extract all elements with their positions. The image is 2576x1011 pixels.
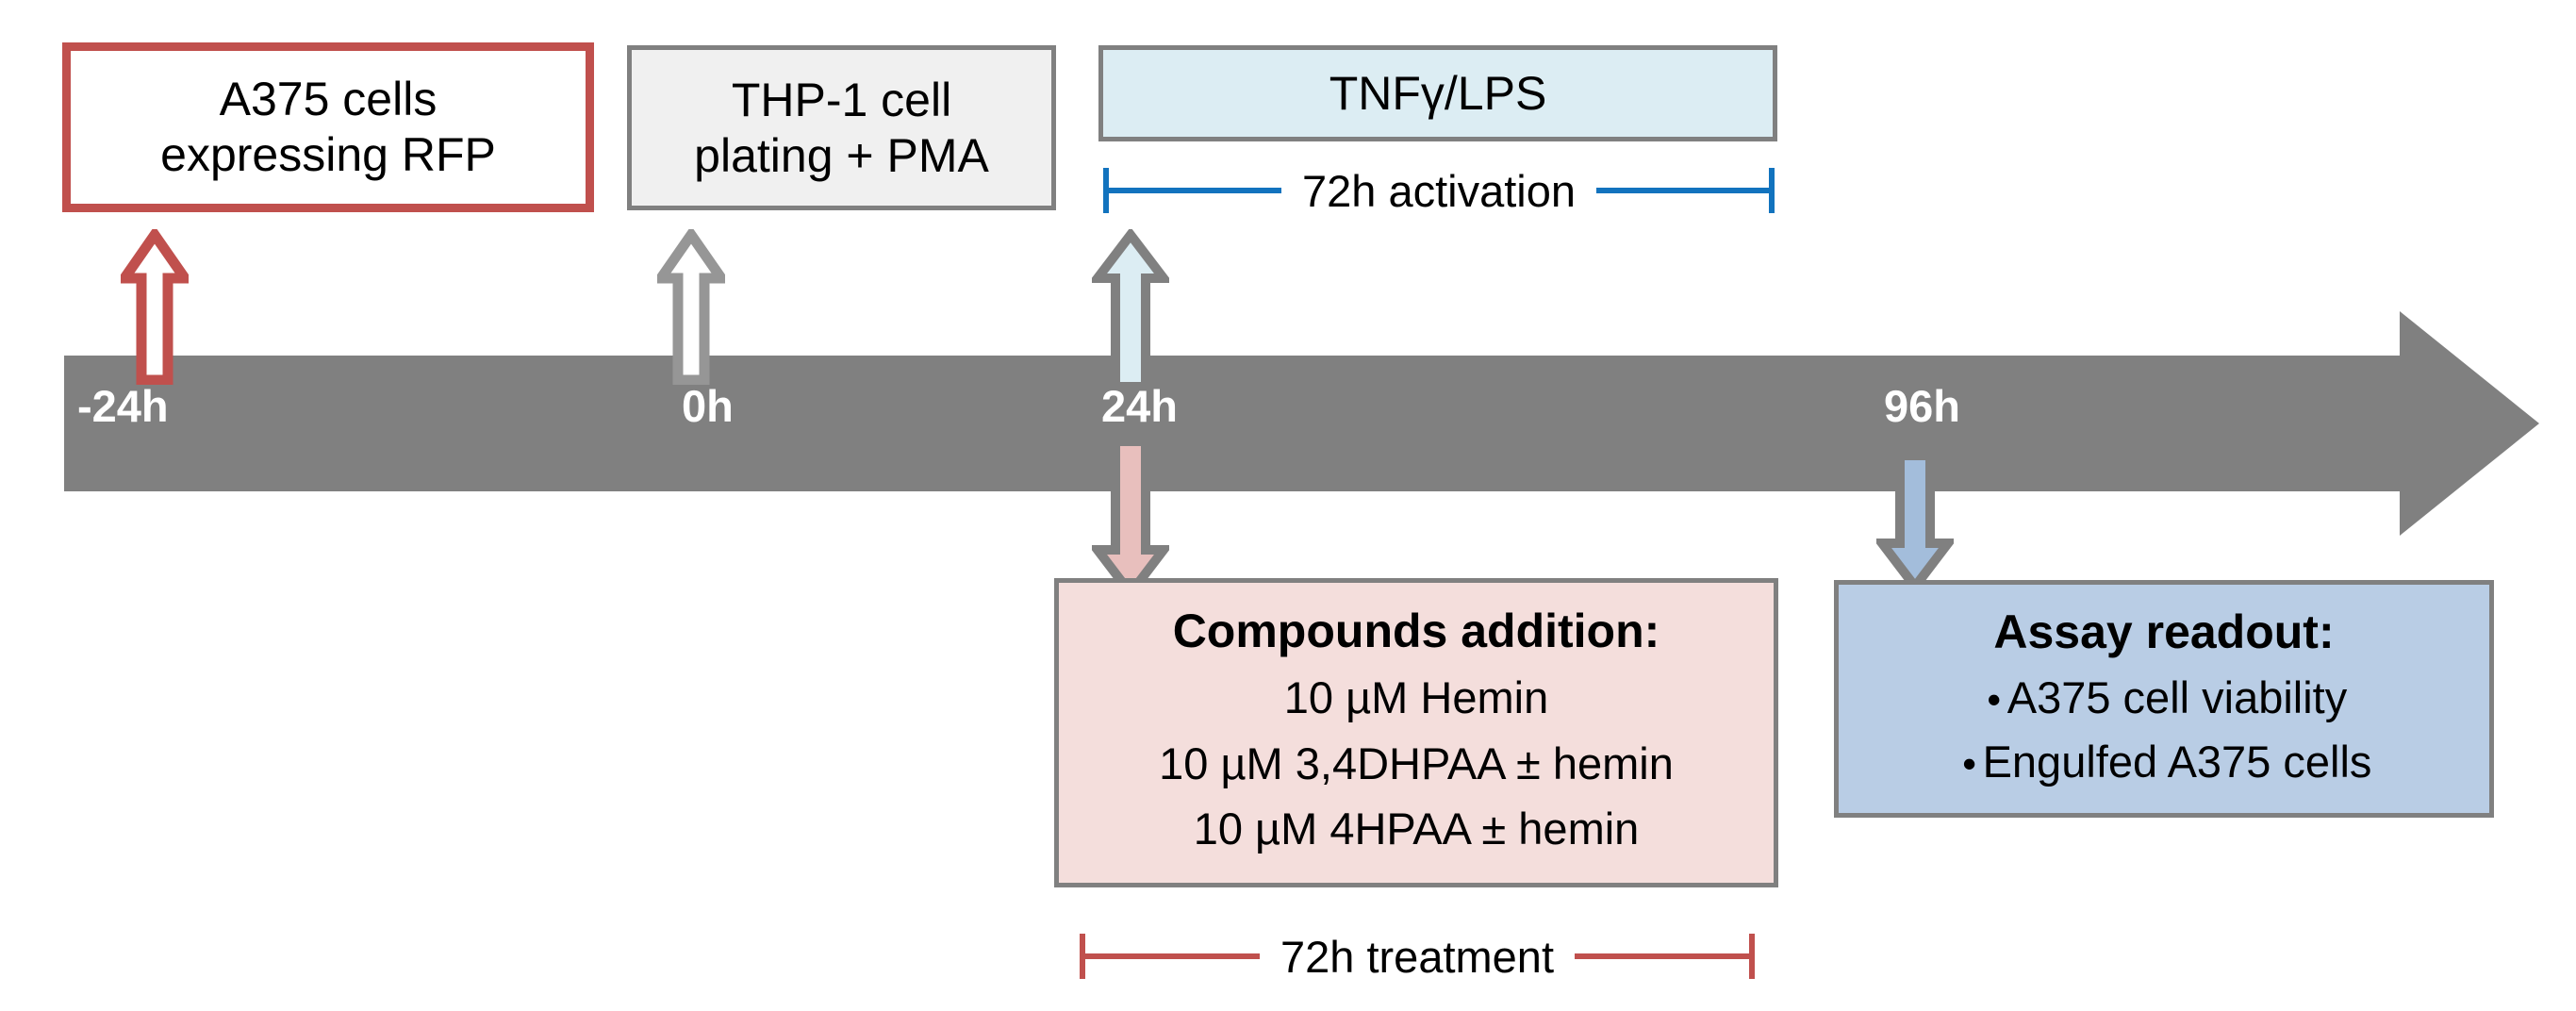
box-assay-readout: Assay readout: • A375 cell viability • E…: [1834, 580, 2494, 818]
marker-arrow-up-blue-icon: [1092, 229, 1169, 391]
bracket-72h-treatment: 72h treatment: [1080, 931, 1756, 982]
box-a375-line2: expressing RFP: [160, 128, 496, 181]
marker-arrow-down-steelblue-icon: [1876, 451, 1954, 592]
box-compounds-title: Compounds addition:: [1172, 605, 1660, 658]
tick-label--24h: -24h: [77, 381, 169, 431]
bracket-activation-left-cap: [1103, 168, 1109, 213]
bracket-treatment-left-cap: [1080, 934, 1085, 979]
bracket-treatment-label: 72h treatment: [1280, 931, 1555, 982]
box-a375-cells: A375 cells expressing RFP: [62, 42, 594, 212]
timeline-bar: [64, 356, 2403, 491]
bracket-treatment-left-rule: [1085, 953, 1260, 959]
bracket-treatment-right-rule: [1575, 953, 1750, 959]
box-compounds-line-1: 10 µM Hemin: [1283, 672, 1549, 723]
box-assay-title: Assay readout:: [1993, 605, 2335, 659]
box-assay-bullet-1: • A375 cell viability: [1981, 671, 2348, 723]
tick-label-0h: 0h: [682, 381, 734, 431]
box-thp1-line1: THP-1 cell: [731, 73, 952, 126]
bullet-dot-icon: •: [1962, 740, 1976, 786]
box-a375-line1: A375 cells: [219, 73, 438, 125]
box-tnf-lps: TNFγ/LPS: [1098, 45, 1777, 141]
bracket-activation-left-rule: [1109, 188, 1281, 193]
bracket-activation-label: 72h activation: [1301, 165, 1577, 216]
tick-label-96h: 96h: [1884, 381, 1960, 431]
box-thp1-line2: plating + PMA: [694, 128, 989, 182]
box-assay-bullet-1-label: A375 cell viability: [2006, 672, 2348, 723]
tick-label-24h: 24h: [1101, 381, 1178, 431]
bracket-treatment-right-cap: [1749, 934, 1756, 979]
bracket-activation-right-rule: [1596, 188, 1770, 193]
bullet-dot-icon: •: [1987, 677, 2002, 722]
bracket-72h-activation: 72h activation: [1103, 168, 1775, 213]
box-thp1-plating: THP-1 cell plating + PMA: [627, 45, 1056, 210]
box-tnf-label: TNFγ/LPS: [1329, 66, 1547, 120]
box-assay-bullet-2-label: Engulfed A375 cells: [1982, 736, 2372, 787]
box-compounds-line-2: 10 µM 3,4DHPAA ± hemin: [1159, 738, 1674, 788]
marker-arrow-down-pink-icon: [1092, 437, 1169, 599]
box-assay-bullet-2: • Engulfed A375 cells: [1957, 736, 2372, 787]
bracket-activation-right-cap: [1769, 168, 1775, 213]
timeline-arrowhead-icon: [2400, 311, 2539, 536]
box-compounds-line-3: 10 µM 4HPAA ± hemin: [1193, 804, 1640, 854]
box-compounds-addition: Compounds addition: 10 µM Hemin 10 µM 3,…: [1054, 578, 1778, 887]
marker-arrow-up-gray-icon: [657, 229, 725, 385]
marker-arrow-up-red-icon: [121, 229, 189, 385]
